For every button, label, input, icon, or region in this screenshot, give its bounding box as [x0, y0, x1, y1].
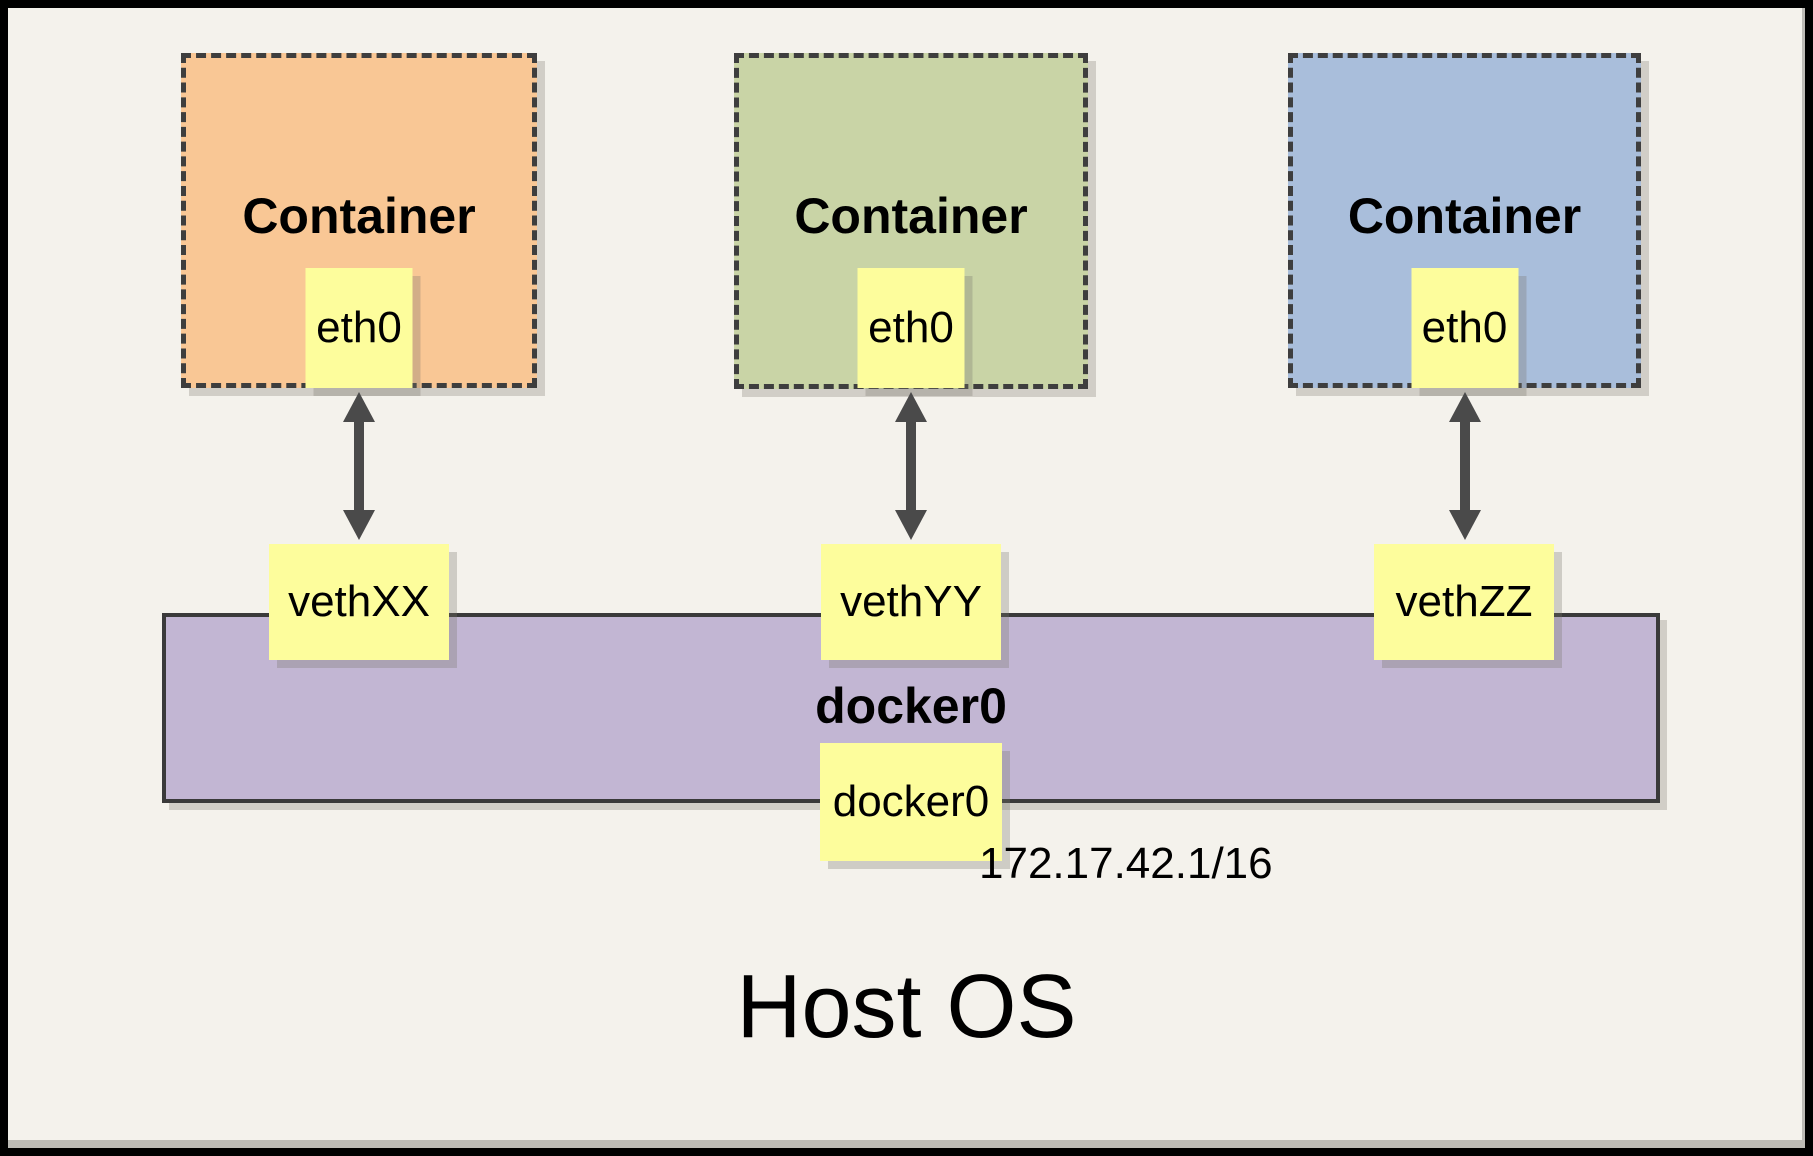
container-2-label: Container — [794, 188, 1028, 244]
container-1-label: Container — [242, 188, 476, 244]
double-arrow-icon — [343, 392, 375, 540]
container-box-1: Container eth0 — [181, 53, 537, 388]
container-1-eth0-box: eth0 — [305, 268, 413, 388]
container-3-eth0-box: eth0 — [1411, 268, 1518, 388]
container-2-eth0-box: eth0 — [857, 268, 965, 388]
host-os-label: Host OS — [736, 957, 1077, 1057]
vethYY-box: vethYY — [821, 544, 1001, 660]
bridge-ip-label: 172.17.42.1/16 — [979, 839, 1273, 888]
docker0-bridge-label: docker0 — [815, 678, 1007, 734]
vethZZ-box: vethZZ — [1374, 544, 1554, 660]
docker0-interface-box: docker0 — [820, 743, 1002, 861]
double-arrow-icon — [1449, 392, 1481, 540]
container-3-label: Container — [1347, 188, 1582, 244]
double-arrow-icon — [895, 392, 927, 540]
container-box-3: Container eth0 — [1288, 53, 1641, 388]
container-box-2: Container eth0 — [734, 53, 1088, 389]
vethXX-box: vethXX — [269, 544, 449, 660]
